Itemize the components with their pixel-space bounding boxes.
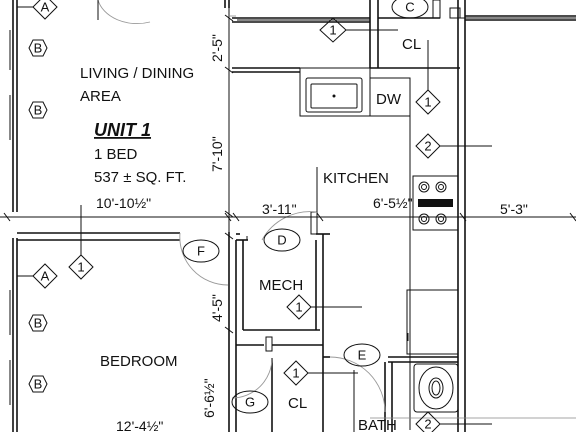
living-dining-label-line1: LIVING / DINING — [80, 65, 194, 82]
hexagon-b-label: B — [34, 41, 43, 56]
door-tag-c-icon: C — [391, 0, 429, 19]
hexagon-b-label: B — [34, 316, 43, 331]
diamond-1-label: 1 — [424, 95, 431, 110]
top-closet-height-dimension: 2'-5" — [209, 34, 225, 62]
diamond-a-label: A — [41, 269, 50, 284]
walls — [9, 0, 576, 432]
dishwasher-label: DW — [376, 91, 402, 108]
diamond-tags: A A 1 1 2 1 1 — [17, 0, 492, 432]
bath-label: BATH — [358, 417, 397, 432]
unit-bed-count: 1 BED — [94, 146, 138, 163]
room-labels: LIVING / DINING AREA UNIT 1 1 BED 537 ± … — [80, 36, 421, 432]
diamond-1-label: 1 — [329, 23, 336, 38]
hexagon-b-icon: B — [28, 314, 48, 332]
diamond-a-icon: A — [17, 263, 58, 289]
kitchen-height-dimension: 7'-10" — [209, 136, 225, 172]
bedroom-label: BEDROOM — [100, 353, 178, 370]
mech-label: MECH — [259, 277, 303, 294]
diamond-2-icon: 2 — [415, 133, 492, 159]
door-swings — [97, 0, 386, 413]
diamond-2-label: 2 — [424, 139, 431, 154]
hexagon-b-icon: B — [28, 101, 48, 119]
living-width-dimension: 10'-10½" — [96, 195, 151, 211]
diamond-a-icon: A — [17, 0, 58, 20]
sink-icon — [305, 77, 363, 113]
door-tag-e-icon: E — [343, 343, 381, 367]
closet-height-dimension: 6'-6½" — [201, 378, 217, 418]
hexagon-b-icon: B — [28, 39, 48, 57]
unit-title: UNIT 1 — [94, 120, 151, 140]
closet-top-label: CL — [402, 36, 421, 53]
diamond-1-icon: 1 — [283, 360, 358, 386]
kitchen-label: KITCHEN — [323, 170, 389, 187]
door-tag-e-label: E — [358, 348, 367, 363]
hexagon-tags: B B B B — [28, 39, 48, 393]
door-tag-d-icon: D — [263, 228, 301, 252]
door-tag-c-label: C — [405, 0, 414, 15]
door-tag-f-icon: F — [182, 239, 220, 263]
diamond-1-icon: 1 — [319, 17, 398, 43]
mech-width-dimension: 3'-11" — [262, 201, 297, 217]
door-tag-f-label: F — [197, 244, 205, 259]
door-tag-g-icon: G — [231, 390, 269, 414]
unit-square-feet: 537 ± SQ. FT. — [94, 169, 186, 186]
closet-bottom-label: CL — [288, 395, 307, 412]
kitchen-depth-dimension: 6'-5½" — [373, 195, 413, 211]
door-tag-g-label: G — [245, 395, 255, 410]
hexagon-b-label: B — [34, 103, 43, 118]
living-dining-label-line2: AREA — [80, 88, 121, 105]
dimension-labels: 10'-10½" 2'-5" 7'-10" 3'-11" 6'-5½" 5'-3… — [96, 34, 528, 432]
toilet-icon — [413, 363, 459, 413]
diamond-2-icon: 2 — [415, 411, 492, 432]
diamond-a-label: A — [41, 0, 50, 15]
diamond-1-label: 1 — [292, 366, 299, 381]
diamond-2-label: 2 — [424, 417, 431, 432]
diamond-1-icon: 1 — [286, 294, 362, 320]
fixtures — [246, 67, 459, 432]
refrigerator-icon — [406, 289, 459, 355]
diamond-1-label: 1 — [295, 300, 302, 315]
diamond-1-icon: 1 — [68, 205, 94, 280]
hexagon-b-label: B — [34, 377, 43, 392]
right-width-dimension: 5'-3" — [500, 201, 528, 217]
mech-height-dimension: 4'-5" — [209, 294, 225, 322]
bedroom-width-dimension: 12'-4½" — [116, 418, 163, 432]
diamond-1-icon: 1 — [415, 40, 441, 115]
hexagon-b-icon: B — [28, 375, 48, 393]
range-icon — [412, 175, 459, 231]
door-tags: C D E F G — [182, 0, 429, 414]
dimension-lines — [0, 8, 576, 419]
diamond-1-label: 1 — [77, 260, 84, 275]
door-tag-d-label: D — [277, 233, 286, 248]
